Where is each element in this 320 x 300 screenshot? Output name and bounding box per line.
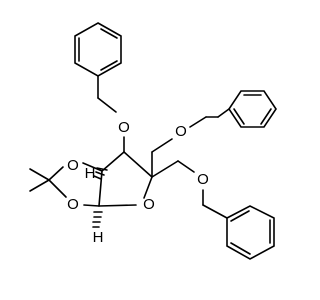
upper-ring-attachment-bond [217, 108, 230, 118]
atom-o-acetonide-top: O [67, 157, 79, 174]
atom-o-furanose: O [143, 196, 155, 213]
lower-benzyl-ch2-to-ring-bond [202, 204, 228, 219]
hashed-bond-upper-h [93, 167, 108, 180]
lower-ch2-to-o-bond [177, 160, 195, 173]
atom-o-lower-ch2: O [197, 171, 209, 188]
hashed-bond-lower-h [92, 211, 103, 228]
c4-to-lower-ch2-bond [151, 160, 179, 178]
chemical-structure-diagram: O O O O O O H H [29, 22, 277, 260]
atom-o-benzyloxy: O [118, 119, 130, 136]
ch2-to-o-bond [97, 97, 117, 113]
dioxolane-ring [29, 162, 103, 207]
atom-h-upper: H [85, 165, 96, 182]
upper-ch2-to-o-bond [151, 138, 173, 153]
furanose-ring [98, 151, 153, 207]
benzene-ring-upper-left [74, 22, 122, 77]
atom-h-lower: H [93, 229, 104, 246]
atom-o-acetonide-bottom: O [67, 196, 79, 213]
atom-o-upper-ch2: O [175, 123, 187, 140]
benzene-ring-bottom-right [226, 205, 275, 260]
benzene-ring-right [228, 90, 277, 128]
o-to-benzyl-ch2-bond [189, 116, 207, 128]
